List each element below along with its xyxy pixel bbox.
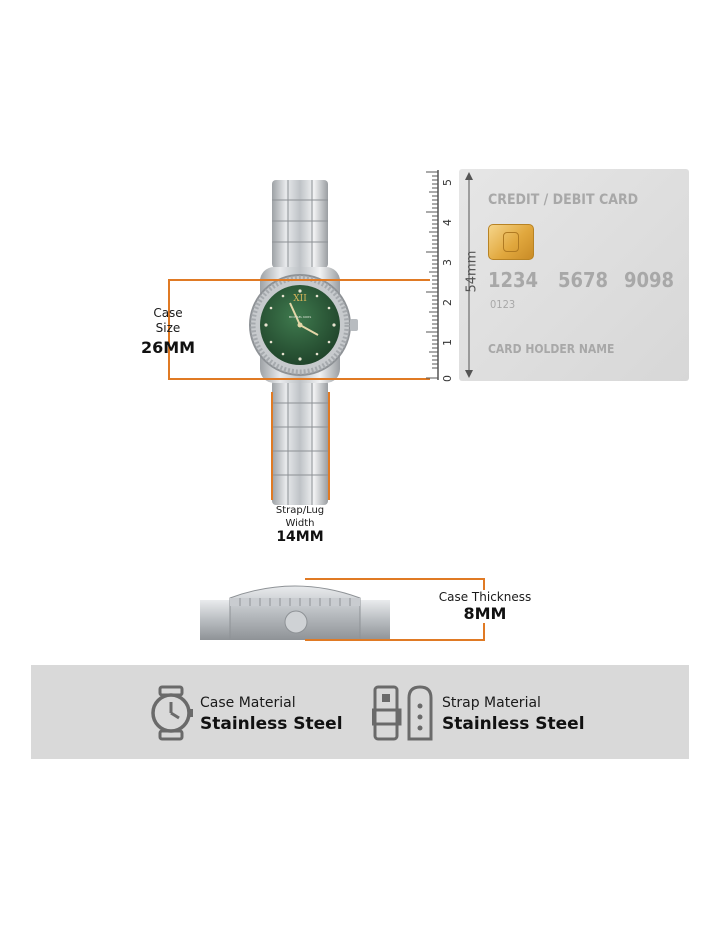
card-title: CREDIT / DEBIT CARD [488, 192, 639, 208]
ruler-tick-0: 0 [441, 375, 454, 382]
case-size-bracket-side [168, 279, 170, 380]
ruler-tick-3: 3 [441, 259, 454, 266]
case-material-label: Case Material [200, 695, 296, 711]
watch-brand-text: MICHAEL KORS [288, 315, 312, 319]
strap-material-label: Strap Material [442, 695, 541, 711]
materials-band [31, 665, 689, 759]
card-number-1: 1234 [488, 268, 539, 292]
strap-icon [372, 685, 433, 741]
watch-icon [151, 685, 193, 741]
ruler-tick-4: 4 [441, 219, 454, 226]
ruler-tick-1: 1 [441, 339, 454, 346]
case-material-value: Stainless Steel [200, 714, 343, 734]
strap-width-line-left [271, 392, 273, 500]
case-size-value: 26MM [140, 338, 196, 357]
watch-side-image [200, 585, 390, 640]
thickness-value: 8MM [440, 604, 530, 623]
ruler-tick-2: 2 [441, 299, 454, 306]
case-size-bracket [168, 279, 430, 380]
thickness-label: Case Thickness [420, 590, 550, 605]
card-number-2: 5678 [558, 268, 609, 292]
strap-material-value: Stainless Steel [442, 714, 585, 734]
ruler [426, 170, 439, 380]
watch-front-image: XII [249, 180, 358, 505]
strap-width-value: 14MM [276, 529, 324, 545]
case-size-label-1: Case [153, 306, 183, 320]
strap-width-label-2: Width [285, 518, 315, 529]
strap-width-label-1: Strap/Lug [275, 505, 325, 516]
card-holder-name: CARD HOLDER NAME [488, 342, 615, 356]
card-chip [488, 224, 534, 260]
card-height-line [465, 172, 473, 378]
card-height-label: 54mm [464, 250, 480, 293]
svg-text:XII: XII [293, 294, 307, 304]
card-number-3: 9098 [624, 268, 675, 292]
ruler-tick-5: 5 [441, 179, 454, 186]
case-size-label-2: Size [155, 321, 181, 335]
card-small-number: 0123 [490, 298, 516, 311]
strap-width-line-right [328, 392, 330, 500]
reference-card [459, 169, 689, 381]
